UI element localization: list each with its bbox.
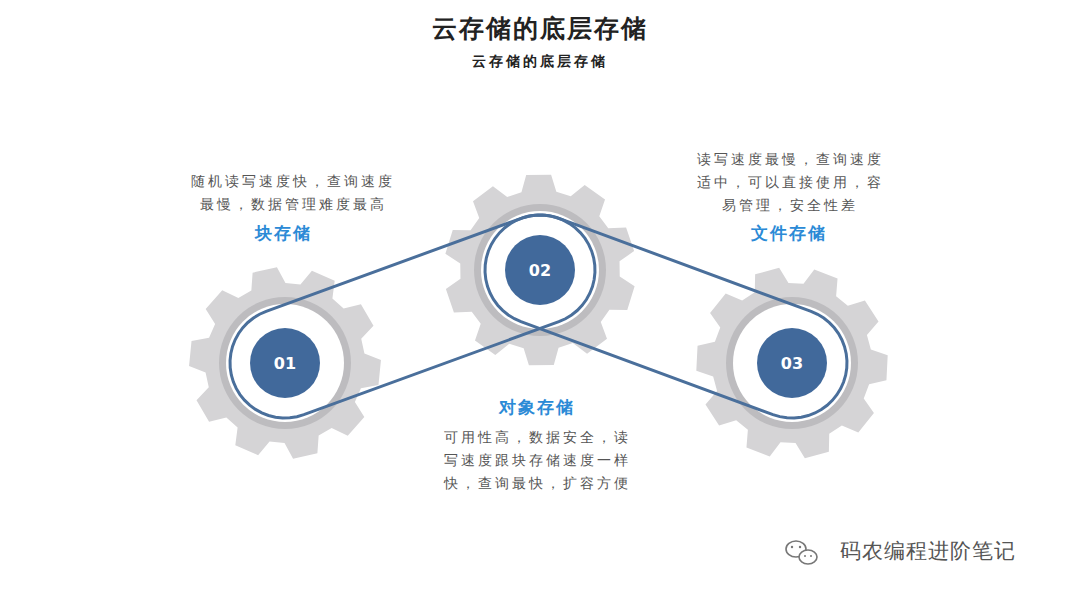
gear-ring <box>726 297 858 429</box>
description: 可用性高，数据安全，读写速度跟块存储速度一样快，查询最快，扩容方便 <box>437 426 637 495</box>
callout-number: 02 <box>529 261 551 280</box>
number-circle: 02 <box>505 235 575 305</box>
callout-number: 01 <box>274 354 296 373</box>
gear-hub <box>481 211 599 329</box>
gear-body <box>445 175 634 366</box>
number-circle: 01 <box>250 328 320 398</box>
gear-ring <box>219 297 351 429</box>
gear-body <box>696 268 887 458</box>
heading: 对象存储 <box>499 396 575 418</box>
wechat-icon <box>786 541 817 564</box>
number-circle: 03 <box>757 328 827 398</box>
belt-connector <box>485 215 847 418</box>
title: 云存储的底层存储 <box>432 14 648 43</box>
belt-connector <box>230 215 595 418</box>
watermark: 码农编程进阶笔记 <box>840 538 1016 565</box>
description: 随机读写速度快，查询速度最慢，数据管理难度最高 <box>187 170 399 216</box>
description: 读写速度最慢，查询速度适中，可以直接使用，容易管理，安全性差 <box>690 148 890 217</box>
heading: 文件存储 <box>751 222 827 244</box>
gear <box>696 268 887 458</box>
gear-ring <box>474 204 606 336</box>
heading: 块存储 <box>255 222 312 244</box>
callout-number: 03 <box>781 354 803 373</box>
gear-body <box>189 267 381 458</box>
gear <box>445 175 634 366</box>
gear-hub <box>226 304 344 422</box>
subtitle: 云存储的底层存储 <box>472 52 608 70</box>
gear-hub <box>733 304 851 422</box>
gear <box>189 267 381 458</box>
